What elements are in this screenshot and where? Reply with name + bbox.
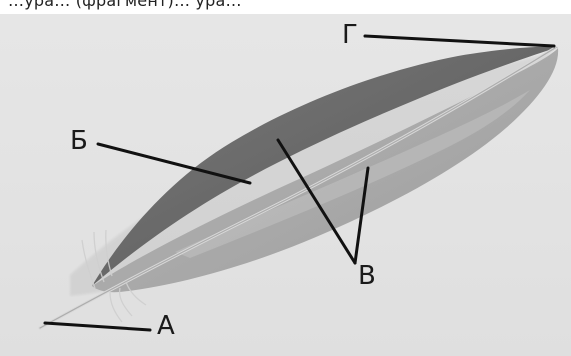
label-a: А xyxy=(157,313,175,339)
label-b: Б xyxy=(70,128,88,154)
label-v: В xyxy=(358,263,376,289)
pointer-line-a xyxy=(45,323,150,330)
pointer-line-g xyxy=(365,36,554,46)
label-g: Г xyxy=(342,22,358,48)
